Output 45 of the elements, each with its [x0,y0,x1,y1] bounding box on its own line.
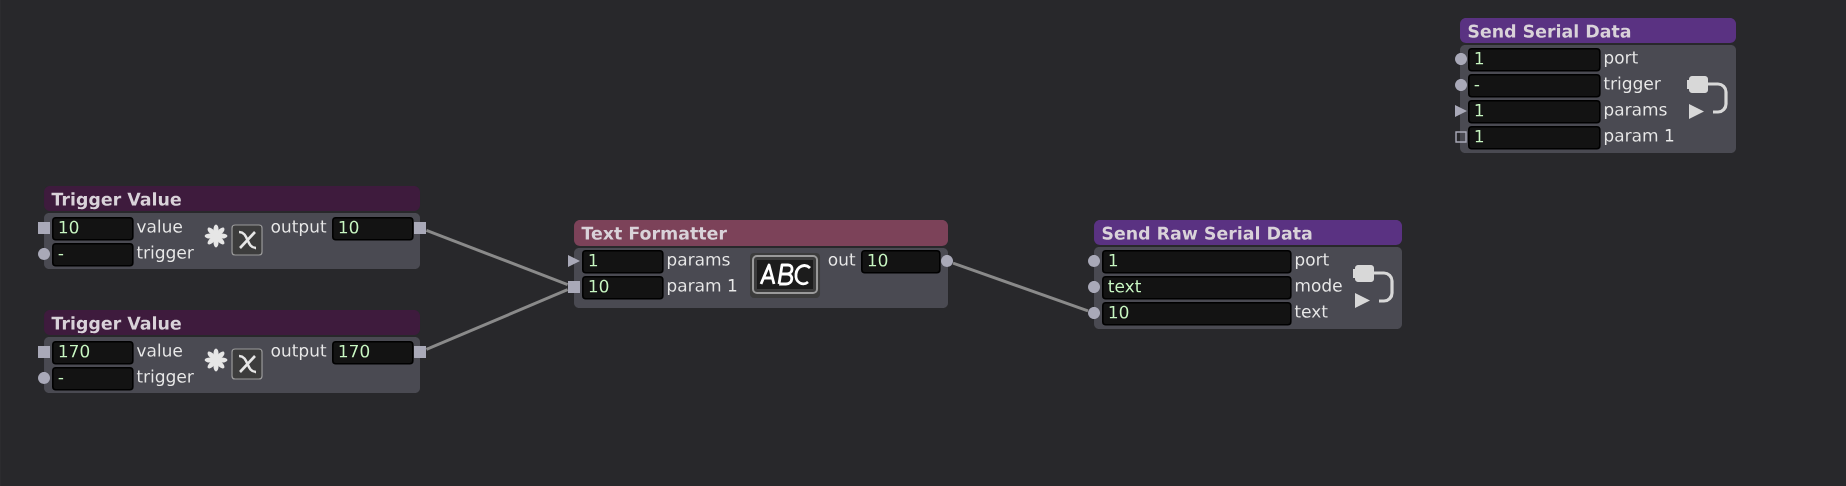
field-label: param 1 [667,279,737,296]
input-field: 1 [582,250,664,274]
input-field: 10 [861,250,941,274]
input-field: 170 [332,341,414,365]
field-label: mode [1295,278,1342,292]
input-field: - [52,367,134,391]
input-field: 10 [1102,302,1292,326]
input-field: 1 [1102,250,1292,274]
square-port-icon [568,281,580,293]
field-label: value [136,343,182,357]
input-field: 10 [582,276,664,300]
input-field: 1 [1468,126,1601,150]
title-bar: Text Formatter [574,220,948,246]
title-bar: Trigger Value [44,310,420,335]
input-field: 10 [52,217,134,241]
field-label: port [1295,253,1329,270]
connection-line [425,288,569,351]
input-field: 10 [332,217,414,241]
input-field: 1 [1468,100,1601,124]
square-port-icon [414,222,426,234]
field-label: output [271,344,327,361]
input-field: 1 [1468,48,1601,72]
connection-line [425,229,569,286]
field-label: trigger [136,245,194,263]
title-bar: Trigger Value [44,186,420,211]
field-label: trigger [136,369,194,387]
field-label: output [271,220,327,237]
field-label: value [136,219,182,233]
title-bar: Send Serial Data [1460,18,1736,43]
square-port-icon [414,346,426,358]
field-label: params [1604,105,1667,120]
field-label: param 1 [1604,129,1674,146]
input-field: text [1102,276,1292,300]
title-bar: Send Raw Serial Data [1094,220,1402,245]
round-port-icon [1088,307,1100,319]
input-field: 170 [52,341,134,365]
field-label: out [828,253,856,266]
connection-line [952,261,1089,313]
field-label: port [1604,51,1638,68]
input-field: - [1468,74,1601,98]
field-label: params [667,255,730,270]
field-label: trigger [1603,76,1661,94]
field-label: text [1294,305,1328,318]
input-field: - [52,243,134,267]
round-port-icon [941,255,953,267]
